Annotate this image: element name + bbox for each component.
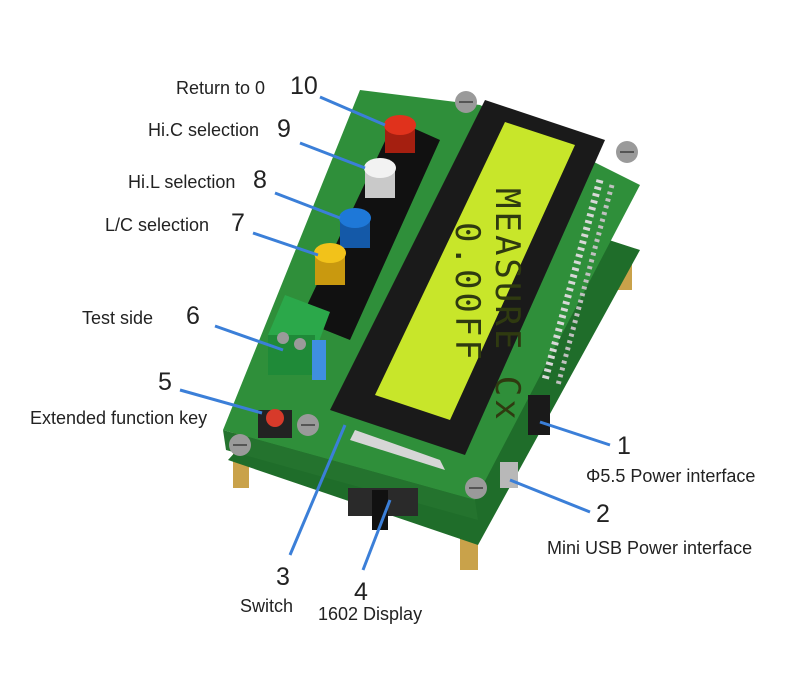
leader-line-6	[214, 324, 284, 352]
screw	[616, 141, 638, 163]
callout-label-7: L/C selection	[105, 215, 210, 235]
screw	[297, 414, 319, 436]
extended-function-key[interactable]	[258, 409, 292, 438]
leader-line-5	[179, 388, 263, 415]
mini-usb	[500, 462, 518, 488]
callout-label-4: 1602 Display	[318, 604, 423, 624]
callout-number-6: 6	[186, 302, 200, 330]
callout-number-5: 5	[158, 368, 172, 396]
callout-label-3: Switch	[240, 596, 294, 616]
callout-label-10: Return to 0	[176, 78, 266, 98]
callout-label-9: Hi.C selection	[148, 120, 260, 140]
callout-label-5: Extended function key	[30, 408, 208, 428]
callout-label-2: Mini USB Power interface	[547, 538, 753, 558]
lcd-line-1: MEASURE Cx	[487, 188, 527, 423]
power-jack	[528, 395, 550, 435]
leader-line-4	[361, 499, 392, 571]
callout-number-3: 3	[276, 563, 290, 591]
screw	[465, 477, 487, 499]
leader-line-8	[274, 191, 341, 220]
button-lc-select[interactable]	[314, 243, 346, 285]
callout-label-8: Hi.L selection	[128, 172, 236, 192]
callout-label-6: Test side	[82, 308, 154, 328]
button-hi-c[interactable]	[364, 158, 396, 198]
leader-line-1	[539, 420, 611, 447]
button-hi-l[interactable]	[339, 208, 371, 248]
leader-line-7	[252, 231, 319, 257]
lcd-screen	[375, 122, 575, 420]
callout-number-1: 1	[617, 432, 631, 460]
callout-number-2: 2	[596, 500, 610, 528]
test-terminal	[268, 295, 330, 380]
leader-line-2	[509, 478, 591, 514]
leader-line-3	[288, 424, 347, 556]
slide-switch[interactable]	[348, 488, 418, 530]
callout-number-7: 7	[231, 209, 245, 237]
callout-number-10: 10	[290, 72, 318, 100]
button-return-to-zero[interactable]	[384, 115, 416, 153]
callout-label-1: Φ5.5 Power interface	[586, 466, 756, 486]
leader-line-9	[299, 141, 366, 170]
lcd-line-2: 0.00FF	[447, 222, 487, 363]
screw	[229, 434, 251, 456]
leader-line-10	[319, 95, 386, 127]
screw	[455, 91, 477, 113]
lcd-lip	[350, 430, 445, 470]
callout-number-9: 9	[277, 115, 291, 143]
callout-number-4: 4	[354, 578, 368, 606]
callout-number-8: 8	[253, 166, 267, 194]
